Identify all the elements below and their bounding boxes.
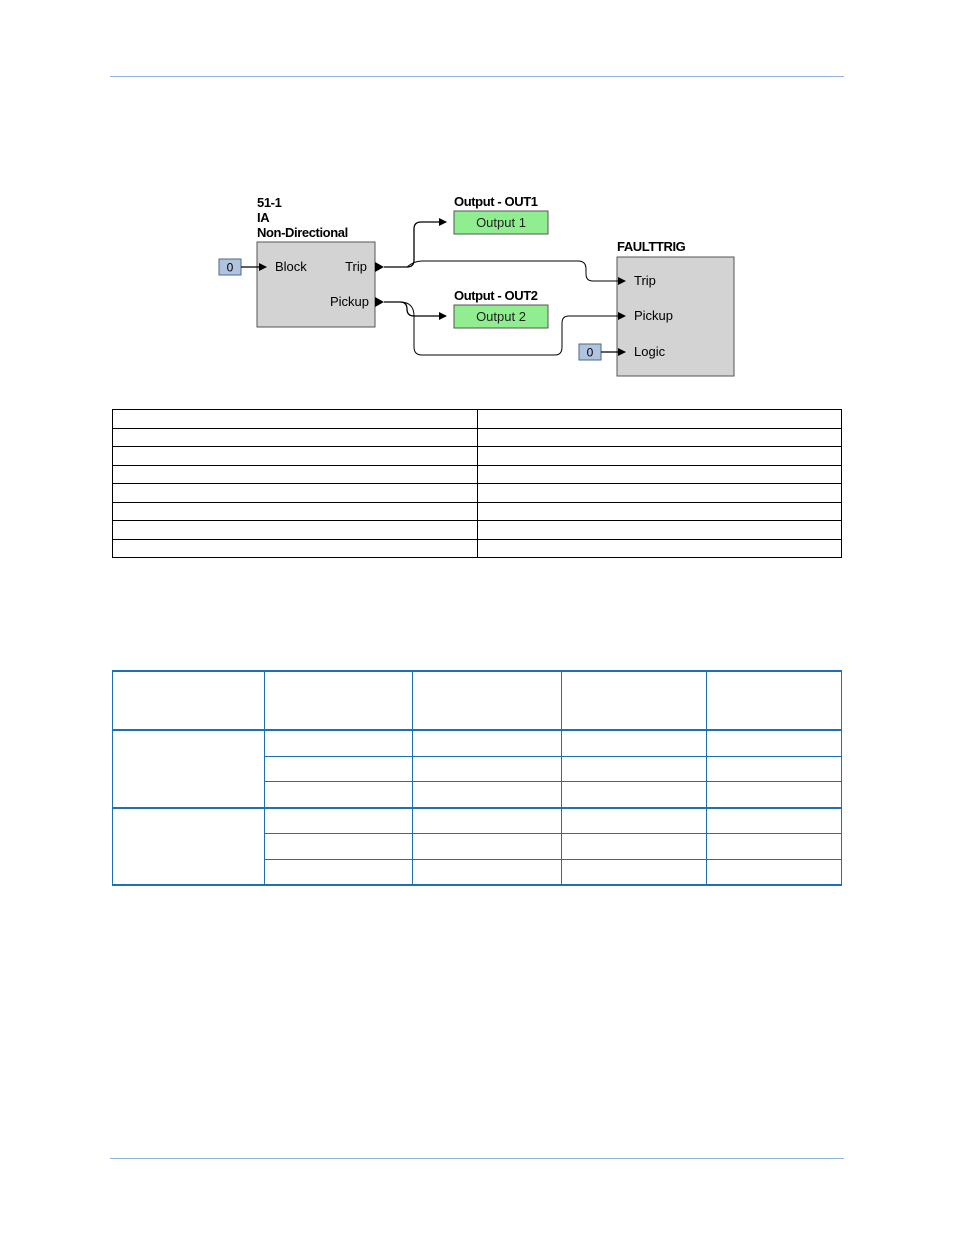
table-header-cell xyxy=(706,670,842,731)
output2-block[interactable] xyxy=(453,304,549,329)
block-511-output-pickup: Pickup xyxy=(330,294,369,309)
table-cell xyxy=(412,806,562,834)
table-cell xyxy=(706,833,842,860)
table-2 xyxy=(112,670,842,886)
table-cell xyxy=(112,464,478,484)
faulttrig-title: FAULTTRIG xyxy=(617,239,686,254)
table-row xyxy=(112,520,842,540)
table-row xyxy=(112,446,842,466)
table-row xyxy=(112,538,842,558)
table-group-cell xyxy=(112,729,265,808)
table-row xyxy=(113,755,842,782)
table-cell xyxy=(264,833,413,860)
table-cell xyxy=(706,858,842,886)
table-cell xyxy=(477,427,842,447)
table-header-cell xyxy=(561,670,707,731)
block-511-output-trip: Trip xyxy=(345,259,367,274)
wire-trip-to-faulttrig-trip xyxy=(384,260,626,285)
table-cell xyxy=(264,858,413,886)
block-511-title-line-2: IA xyxy=(257,210,270,225)
wire-pickup-to-faulttrig-pickup xyxy=(384,301,626,356)
block-511[interactable] xyxy=(256,241,376,328)
table-row xyxy=(112,427,842,447)
table-header-cell xyxy=(264,670,413,731)
block-511-trip-port xyxy=(375,262,384,272)
block-511-title-line-1: 51-1 xyxy=(257,195,282,210)
table-cell xyxy=(477,520,842,540)
table-cell xyxy=(706,755,842,782)
table-row xyxy=(112,409,842,429)
table-cell xyxy=(561,755,707,782)
table-cell xyxy=(112,427,478,447)
table-row xyxy=(112,464,842,484)
table-cell xyxy=(561,781,707,808)
table-cell xyxy=(477,446,842,466)
table-header-cell xyxy=(112,670,265,731)
table-header-row xyxy=(112,670,842,731)
table-cell xyxy=(412,755,562,782)
table-cell xyxy=(112,501,478,521)
table-cell xyxy=(112,483,478,503)
table-group-cell xyxy=(112,806,265,886)
table-cell xyxy=(706,729,842,757)
block-511-input-block: Block xyxy=(275,259,307,274)
table-cell xyxy=(477,483,842,503)
table-cell xyxy=(477,464,842,484)
table-cell xyxy=(477,409,842,429)
header-rule xyxy=(110,76,844,77)
wire-pickup-to-output2 xyxy=(384,301,447,320)
block-input-constant-value: 0 xyxy=(227,261,234,275)
table-row xyxy=(112,501,842,521)
table-cell xyxy=(112,520,478,540)
output2-label: Output 2 xyxy=(476,309,526,324)
block-511-title-line-3: Non-Directional xyxy=(257,225,348,240)
output2-title: Output - OUT2 xyxy=(454,288,538,303)
table-cell xyxy=(264,781,413,808)
table-cell xyxy=(412,729,562,757)
table-cell xyxy=(561,729,707,757)
faulttrig-input-trip: Trip xyxy=(634,273,656,288)
table-cell xyxy=(264,806,413,834)
table-cell xyxy=(412,781,562,808)
output1-label: Output 1 xyxy=(476,215,526,230)
table-cell xyxy=(477,538,842,558)
table-cell xyxy=(112,446,478,466)
footer-rule xyxy=(110,1158,844,1159)
faulttrig-input-logic: Logic xyxy=(634,344,666,359)
wire-trip-to-output1 xyxy=(384,218,447,268)
table-row xyxy=(112,483,842,503)
table-row xyxy=(112,729,842,808)
block-511-title: 51-1 IA Non-Directional xyxy=(257,195,348,240)
output1-block[interactable] xyxy=(453,210,549,235)
table-cell xyxy=(561,806,707,834)
logic-diagram: 51-1 IA Non-Directional Block Trip Picku… xyxy=(218,194,735,377)
table-cell xyxy=(477,501,842,521)
faulttrig-block[interactable] xyxy=(616,256,735,377)
output1-title: Output - OUT1 xyxy=(454,194,538,209)
table-header-cell xyxy=(412,670,562,731)
table-row xyxy=(113,858,842,886)
table-cell xyxy=(412,833,562,860)
table-cell xyxy=(112,538,478,558)
table-cell xyxy=(706,781,842,808)
table-1 xyxy=(112,409,842,558)
table-cell xyxy=(561,833,707,860)
block-511-pickup-port xyxy=(375,297,384,307)
faulttrig-input-pickup: Pickup xyxy=(634,308,673,323)
table-cell xyxy=(412,858,562,886)
table-cell xyxy=(264,729,413,757)
table-cell xyxy=(561,858,707,886)
table-row xyxy=(112,806,842,886)
table-cell xyxy=(706,806,842,834)
table-cell xyxy=(264,755,413,782)
logic-input-constant-value: 0 xyxy=(587,346,594,360)
table-cell xyxy=(112,409,478,429)
